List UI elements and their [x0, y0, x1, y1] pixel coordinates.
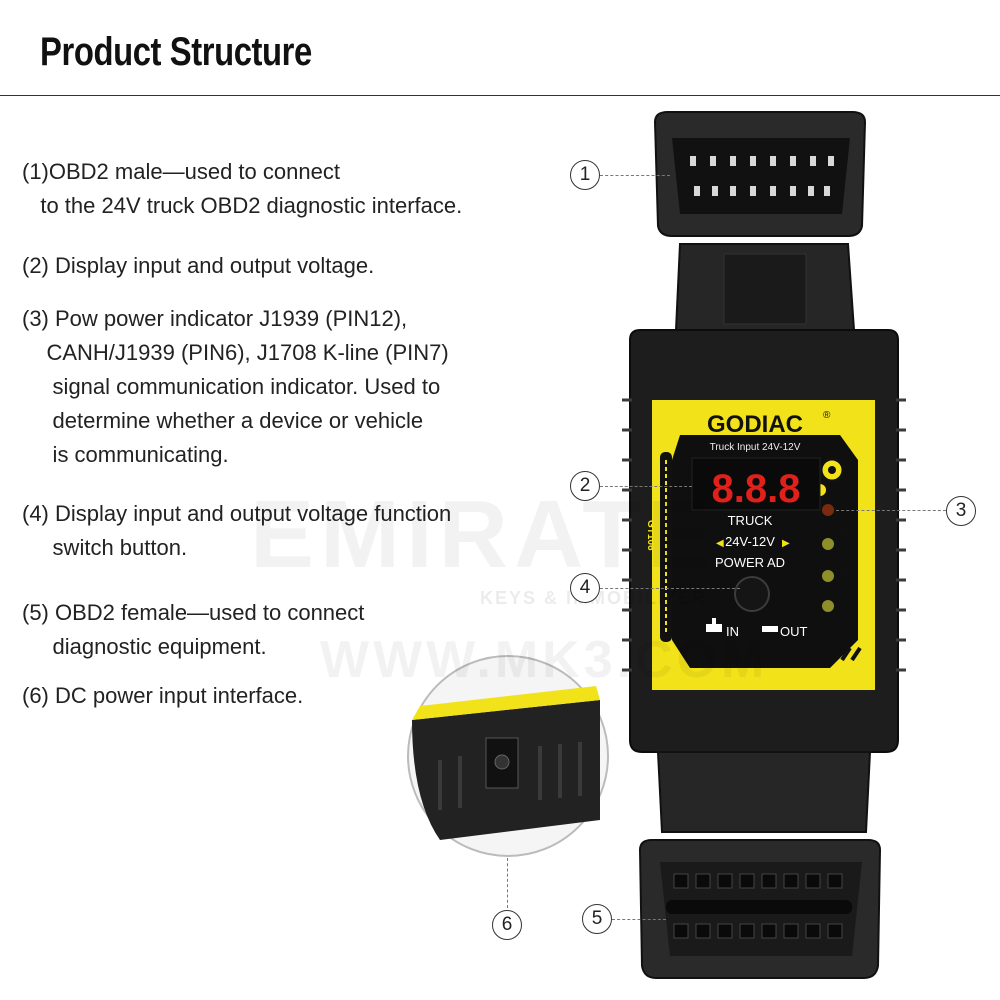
device-brand: GODIAC — [707, 411, 803, 438]
lower-neck — [656, 751, 872, 833]
description-3-line-3: signal communication indicator. Used to — [22, 374, 441, 399]
callout-1-leader — [600, 175, 670, 176]
callout-1: 1 — [570, 160, 600, 190]
callout-3: 3 — [946, 496, 976, 526]
dc-input-inset — [407, 655, 609, 857]
indicator-leds — [822, 504, 834, 612]
callout-6: 6 — [492, 910, 522, 940]
indicator-label-j1939: J1939 — [842, 566, 852, 591]
voltage-right-arrow: ▶ — [782, 538, 790, 549]
device-registered-mark: ® — [823, 410, 831, 421]
function-switch-button — [734, 576, 770, 612]
callout-6-leader — [507, 858, 508, 908]
description-3: (3) Pow power indicator J1939 (PIN12), C… — [22, 302, 449, 472]
callout-5-leader — [612, 919, 666, 920]
out-label: OUT — [780, 624, 808, 639]
description-2-line-1: (2) Display input and output voltage. — [22, 253, 375, 278]
callout-4: 4 — [570, 573, 600, 603]
callout-2-leader — [600, 486, 692, 487]
description-1-line-1: (1)OBD2 male—used to connect — [22, 159, 340, 184]
voltage-left-arrow: ◀ — [716, 538, 724, 549]
title-divider — [0, 95, 1000, 96]
indicator-label-pow: Pow — [842, 500, 852, 518]
watermark-brand: EMIRATE — [250, 481, 717, 588]
obd2-female-connector — [638, 839, 882, 979]
indicator-label-j1939-di2: J1939 DI2 — [842, 528, 852, 569]
page-title: Product Structure — [40, 30, 312, 74]
description-4-line-1: (4) Display input and output voltage fun… — [22, 501, 452, 526]
power-ad-label: POWER AD — [715, 555, 785, 570]
voltage-readout: 8.8.8 — [712, 467, 801, 511]
indicator-label-j1708: J1708 — [842, 596, 852, 621]
description-6-line-1: (6) DC power input interface. — [22, 683, 304, 708]
description-4-line-2: switch button. — [22, 535, 188, 560]
description-5: (5) OBD2 female—used to connect diagnost… — [22, 596, 364, 664]
in-label: IN — [726, 624, 739, 639]
description-3-line-4: determine whether a device or vehicle — [22, 408, 424, 433]
description-5-line-1: (5) OBD2 female—used to connect — [22, 600, 365, 625]
model-label: GT106 — [645, 520, 656, 551]
description-3-line-5: is communicating. — [22, 442, 229, 467]
obd2-male-connector — [653, 111, 867, 237]
watermark-url: WWW.MK3.COM — [320, 631, 769, 689]
description-6: (6) DC power input interface. — [22, 679, 303, 713]
truck-label: TRUCK — [728, 513, 773, 528]
callout-4-leader — [600, 588, 740, 589]
device-subtitle: Truck Input 24V-12V — [710, 442, 801, 453]
description-5-line-2: diagnostic equipment. — [22, 634, 267, 659]
upper-neck — [674, 243, 856, 331]
callout-3-leader — [836, 510, 946, 511]
description-4: (4) Display input and output voltage fun… — [22, 497, 451, 565]
callout-5: 5 — [582, 904, 612, 934]
description-3-line-2: CANH/J1939 (PIN6), J1708 K-line (PIN7) — [22, 340, 449, 365]
callout-2: 2 — [570, 471, 600, 501]
description-1: (1)OBD2 male—used to connect to the 24V … — [22, 155, 462, 223]
description-2: (2) Display input and output voltage. — [22, 249, 374, 283]
description-1-line-2: to the 24V truck OBD2 diagnostic interfa… — [22, 193, 463, 218]
voltage-display — [691, 457, 821, 511]
voltage-label: 24V-12V — [725, 534, 775, 549]
description-3-line-1: (3) Pow power indicator J1939 (PIN12), — [22, 306, 408, 331]
